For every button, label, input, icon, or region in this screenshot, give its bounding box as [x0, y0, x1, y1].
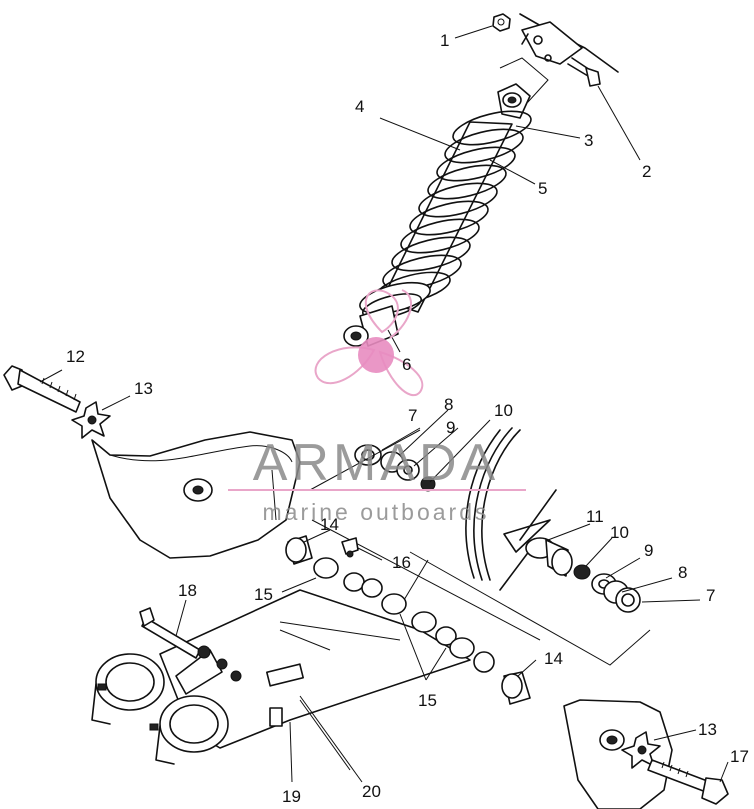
decal-part-20 — [299, 699, 351, 771]
nut-part-1 — [492, 13, 511, 32]
coil-spring-part-4 — [375, 110, 532, 305]
upper-mount-bracket — [519, 13, 619, 73]
callout-6: 6 — [402, 355, 411, 374]
star-nut-part-13-right — [621, 731, 661, 769]
callout-11: 11 — [586, 507, 604, 526]
callout-labels: 1 2 3 4 5 6 7 8 9 10 11 10 9 8 7 12 13 1… — [66, 31, 749, 806]
spacer-part-14-right — [473, 651, 531, 705]
propeller-logo-icon — [314, 289, 424, 397]
callout-13-right: 13 — [698, 720, 717, 739]
callout-7-upper: 7 — [408, 406, 417, 425]
nut-part-7-left — [354, 444, 382, 466]
callout-15-right: 15 — [418, 691, 437, 710]
track-frame-rails — [465, 427, 521, 581]
bolt-part-12 — [3, 365, 81, 413]
callout-9-lower: 9 — [644, 541, 653, 560]
washer-part-9-left — [396, 459, 420, 481]
callout-3: 3 — [584, 131, 593, 150]
callout-8-lower: 8 — [678, 563, 687, 582]
watermark-brand: ARMADA — [253, 434, 499, 492]
callout-8-upper: 8 — [444, 395, 453, 414]
leader-lines-lower — [39, 369, 729, 783]
suspension-arm-part-19 — [91, 589, 471, 765]
callout-14-left: 14 — [320, 515, 339, 534]
callout-12: 12 — [66, 347, 85, 366]
leader-lines-upper — [379, 25, 641, 353]
bolt-part-2 — [567, 57, 601, 87]
bushing-part-10-right — [573, 564, 591, 580]
callout-1: 1 — [440, 31, 449, 50]
callout-16: 16 — [392, 553, 411, 572]
watermark-tagline: marine outboards — [263, 499, 490, 525]
callout-2: 2 — [642, 162, 651, 181]
callout-5: 5 — [538, 179, 547, 198]
callout-19: 19 — [282, 787, 301, 806]
callout-7-lower: 7 — [706, 586, 715, 605]
pivot-spacer-part-11 — [499, 489, 573, 591]
shock-absorber-assembly — [343, 83, 532, 347]
right-side-plate — [563, 699, 673, 809]
star-nut-part-13-left — [71, 401, 111, 439]
callout-4: 4 — [355, 97, 364, 116]
grease-fitting-part-16 — [341, 537, 359, 558]
callout-15-left: 15 — [254, 585, 273, 604]
callout-13-left: 13 — [134, 379, 153, 398]
bolt-part-17 — [647, 759, 729, 805]
callout-20: 20 — [362, 782, 381, 801]
spacer-part-14-left — [285, 535, 313, 565]
bolt-part-18 — [139, 607, 242, 682]
nut-part-7-right — [615, 587, 641, 613]
armada-watermark-logo: ARMADA marine outboards — [228, 289, 526, 525]
pivot-bushings-part-15 — [313, 557, 475, 659]
callout-18: 18 — [178, 581, 197, 600]
callout-14-right: 14 — [544, 649, 563, 668]
callout-9-upper: 9 — [446, 418, 455, 437]
callout-17: 17 — [730, 747, 749, 766]
callout-10-lower: 10 — [610, 523, 629, 542]
callout-10-upper: 10 — [494, 401, 513, 420]
